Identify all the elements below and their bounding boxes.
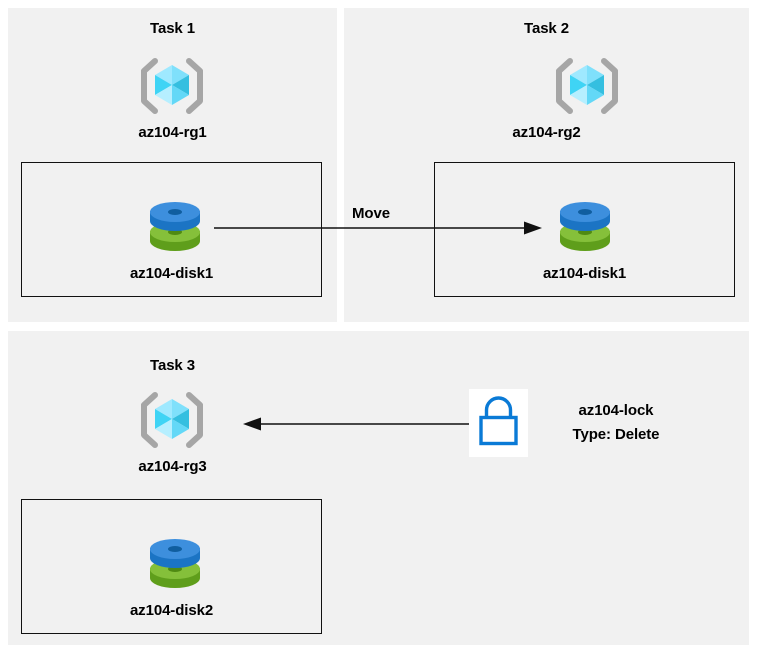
task-3-title: Task 3	[150, 357, 195, 374]
lock-type-label: Type: Delete	[572, 426, 660, 443]
padlock-icon	[469, 389, 528, 457]
disk-3-label: az104-disk2	[129, 602, 214, 619]
move-connector-label: Move	[352, 205, 390, 222]
lock-arrow	[243, 417, 471, 431]
resource-group-cube-icon	[141, 391, 203, 449]
managed-disk-icon	[146, 199, 204, 255]
resource-group-cube-icon	[141, 57, 203, 115]
resource-group-2-label: az104-rg2	[512, 124, 581, 141]
resource-group-3-label: az104-rg3	[138, 458, 207, 475]
managed-disk-icon	[556, 199, 614, 255]
disk-1-label: az104-disk1	[129, 265, 214, 282]
move-arrow	[214, 221, 542, 235]
managed-disk-icon	[146, 536, 204, 592]
task-2-title: Task 2	[524, 20, 569, 37]
disk-2-label-task2: az104-disk1	[542, 265, 627, 282]
resource-group-cube-icon	[556, 57, 618, 115]
lock-name-label: az104-lock	[578, 402, 654, 419]
task-1-title: Task 1	[150, 20, 195, 37]
resource-group-1-label: az104-rg1	[138, 124, 207, 141]
